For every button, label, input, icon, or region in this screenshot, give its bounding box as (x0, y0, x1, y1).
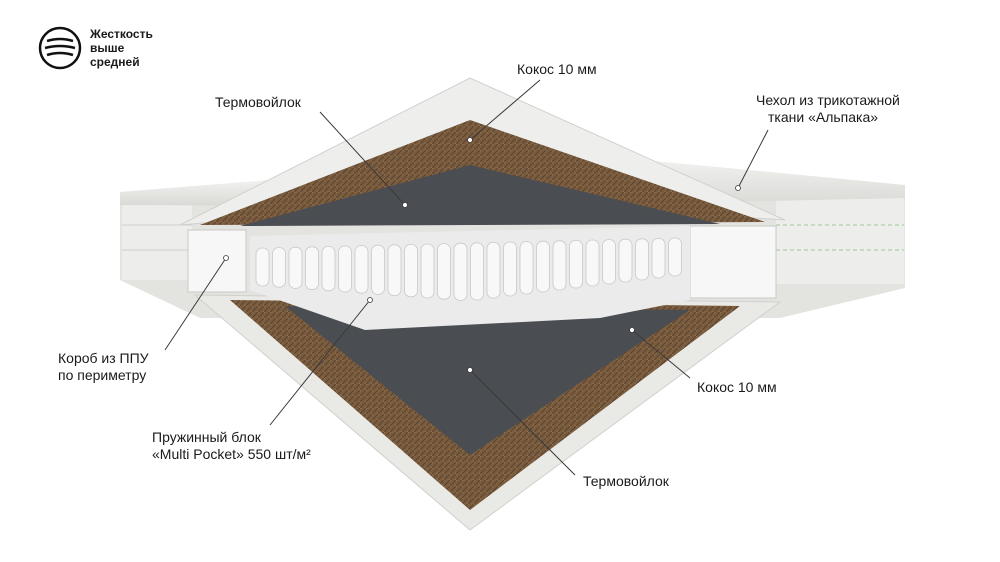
spring-coil (668, 237, 682, 277)
leader-lines (164, 79, 769, 476)
spring-coil (470, 242, 484, 301)
spring-coil (338, 245, 352, 293)
label-felt-top: Термовойлок (215, 94, 301, 110)
spring-coil (453, 242, 468, 301)
label-spring-block: Пружинный блок «Multi Pocket» 550 шт/м² (152, 429, 311, 463)
spring-coil (371, 244, 385, 295)
spring-coil (437, 243, 451, 300)
spring-coil (651, 237, 666, 279)
label-coconut-top: Кокос 10 мм (517, 61, 597, 77)
leader-dots (223, 137, 741, 373)
firmness-text: Жесткость выше средней (90, 27, 153, 69)
firmness-line-2: выше (90, 41, 125, 55)
foam-perimeter (187, 225, 777, 299)
firmness-line-3: средней (90, 55, 140, 69)
cover-bottom-flap (193, 294, 782, 531)
label-coconut-bottom: Кокос 10 мм (697, 379, 777, 395)
spring-coil (536, 240, 550, 293)
spring-coil (354, 245, 369, 294)
label-spring-line-1: Пружинный блок (152, 429, 261, 445)
spring-coil (486, 241, 501, 299)
spring-coil (420, 243, 435, 299)
label-cover-line-2: ткани «Альпака» (768, 109, 879, 125)
spring-coil (569, 239, 583, 289)
spring-coil (585, 239, 600, 287)
spring-coil (272, 247, 286, 288)
spring-coil (305, 246, 319, 291)
label-spring-line-2: «Multi Pocket» 550 шт/м² (152, 446, 311, 462)
spring-coil (503, 241, 517, 297)
label-cover: Чехол из трикотажной ткани «Альпака» (756, 92, 900, 126)
spring-coil (255, 247, 270, 287)
label-foam-box: Короб из ППУ по периметру (58, 350, 149, 384)
spring-block (250, 226, 690, 330)
spring-coil (519, 241, 534, 295)
label-foam-box-line-1: Короб из ППУ (58, 350, 149, 366)
spring-coil (387, 244, 402, 297)
firmness-badge: Жесткость выше средней (38, 26, 153, 70)
spring-coil (602, 239, 616, 285)
spring-coil (321, 245, 336, 292)
spring-coil (618, 238, 633, 283)
cover-top-flap (179, 77, 786, 226)
spring-coil (635, 238, 649, 281)
label-foam-box-line-2: по периметру (58, 367, 147, 383)
spring-coil (552, 240, 567, 291)
firmness-icon (38, 26, 82, 70)
firmness-line-1: Жесткость (90, 27, 153, 41)
label-cover-line-1: Чехол из трикотажной (756, 92, 900, 108)
spring-coil (404, 243, 418, 298)
spring-coil (288, 246, 303, 289)
label-felt-bottom: Термовойлок (583, 473, 669, 489)
